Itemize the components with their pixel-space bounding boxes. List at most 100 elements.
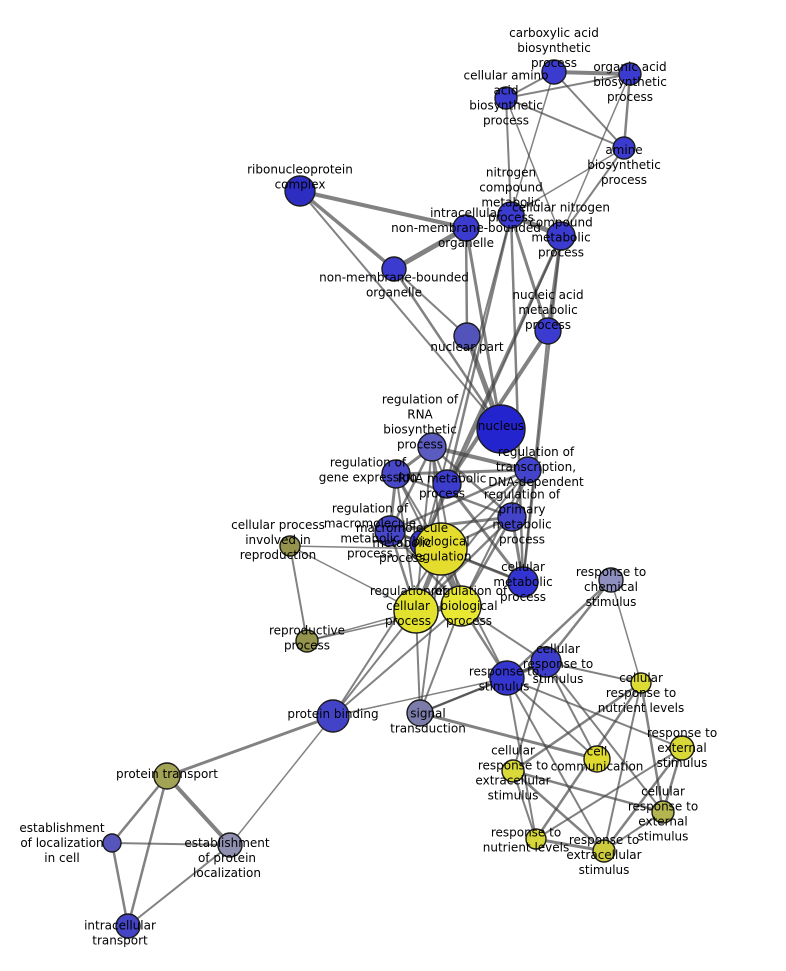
network-edge[interactable] — [298, 189, 468, 230]
network-node[interactable] — [102, 833, 122, 853]
network-node[interactable] — [630, 672, 652, 694]
network-edge[interactable] — [545, 661, 598, 760]
network-edge[interactable] — [510, 71, 555, 216]
network-node[interactable] — [432, 469, 462, 499]
network-node[interactable] — [598, 567, 624, 593]
network-node[interactable] — [381, 256, 407, 282]
network-node[interactable] — [618, 62, 642, 86]
network-edge[interactable] — [165, 774, 232, 847]
network-edge[interactable] — [393, 268, 468, 337]
network-node[interactable] — [669, 735, 695, 761]
network-edge[interactable] — [332, 548, 442, 717]
network-edge[interactable] — [394, 468, 530, 476]
network-edge[interactable] — [622, 72, 632, 150]
network-node[interactable] — [514, 456, 542, 484]
network-edge[interactable] — [464, 226, 469, 338]
network-node[interactable] — [284, 175, 316, 207]
network-edge[interactable] — [505, 578, 613, 680]
network-node[interactable] — [279, 535, 301, 557]
network-edge[interactable] — [506, 677, 598, 760]
network-node[interactable] — [592, 839, 616, 863]
network-edge[interactable] — [298, 189, 396, 271]
network-node[interactable] — [115, 913, 141, 939]
network-edge[interactable] — [511, 769, 665, 814]
network-node[interactable] — [497, 201, 525, 229]
network-edge[interactable] — [391, 225, 469, 272]
network-edge[interactable] — [289, 545, 308, 642]
network-edge[interactable] — [460, 469, 529, 607]
network-edge[interactable] — [545, 661, 642, 684]
network-edge[interactable] — [419, 661, 547, 714]
network-node[interactable] — [541, 59, 567, 85]
network-node[interactable] — [494, 86, 518, 110]
network-edge[interactable] — [430, 445, 530, 472]
network-edge[interactable] — [506, 677, 683, 749]
network-node[interactable] — [497, 502, 527, 532]
network-edge[interactable] — [509, 213, 550, 333]
network-edge[interactable] — [505, 97, 625, 149]
network-edge[interactable] — [299, 190, 502, 430]
network-edge[interactable] — [610, 579, 642, 684]
network-node[interactable] — [546, 221, 576, 251]
network-node[interactable] — [414, 522, 468, 576]
network-node[interactable] — [381, 459, 411, 489]
network-edge[interactable] — [110, 774, 169, 845]
network-edge[interactable] — [544, 578, 613, 664]
network-node[interactable] — [374, 515, 406, 547]
network-edge[interactable] — [522, 330, 549, 583]
network-edge[interactable] — [603, 811, 664, 852]
network-node[interactable] — [217, 832, 243, 858]
network-node[interactable] — [153, 762, 181, 790]
network-edge[interactable] — [165, 714, 335, 778]
network-node[interactable] — [583, 745, 611, 773]
network-edge[interactable] — [560, 73, 631, 237]
network-edge[interactable] — [511, 681, 643, 773]
network-edge[interactable] — [603, 682, 642, 852]
network-edge[interactable] — [445, 482, 525, 584]
network-node[interactable] — [534, 317, 562, 345]
network-edge[interactable] — [332, 677, 508, 717]
network-edge[interactable] — [111, 842, 231, 846]
network-node[interactable] — [452, 214, 480, 242]
network-edge[interactable] — [395, 473, 417, 612]
network-node[interactable] — [295, 629, 319, 653]
network-node[interactable] — [393, 588, 439, 634]
network-node[interactable] — [651, 800, 675, 824]
network-edge[interactable] — [602, 746, 684, 853]
network-edge[interactable] — [126, 774, 169, 928]
network-node[interactable] — [417, 432, 447, 462]
network-edge[interactable] — [505, 97, 512, 216]
network-node[interactable] — [406, 699, 434, 727]
network-edge[interactable] — [639, 681, 665, 814]
network-edge[interactable] — [512, 661, 547, 772]
network-node[interactable] — [453, 322, 481, 350]
network-node[interactable] — [612, 136, 636, 160]
network-edge[interactable] — [505, 73, 631, 99]
network-edge[interactable] — [506, 677, 605, 852]
network-edge[interactable] — [560, 147, 625, 237]
network-edge[interactable] — [229, 715, 334, 846]
network-node[interactable] — [525, 828, 547, 850]
network-node[interactable] — [489, 660, 525, 696]
network-edge[interactable] — [510, 147, 625, 216]
network-edge[interactable] — [388, 515, 514, 533]
network-edge[interactable] — [535, 747, 683, 840]
network-node[interactable] — [530, 646, 562, 678]
network-edge[interactable] — [418, 711, 599, 761]
network-node[interactable] — [501, 759, 525, 783]
network-edge[interactable] — [511, 769, 606, 853]
network-edge[interactable] — [445, 213, 513, 486]
network-edge[interactable] — [289, 545, 417, 612]
network-node[interactable] — [440, 585, 482, 627]
network-node[interactable] — [476, 404, 526, 454]
network-edge[interactable] — [512, 770, 537, 840]
network-edge[interactable] — [332, 605, 462, 717]
network-edge[interactable] — [110, 841, 130, 928]
network-node[interactable] — [316, 699, 350, 733]
network-edge[interactable] — [505, 97, 562, 237]
network-edge[interactable] — [553, 71, 625, 149]
network-edge[interactable] — [506, 677, 537, 840]
network-edge[interactable] — [415, 469, 529, 612]
network-edge[interactable] — [127, 844, 231, 927]
